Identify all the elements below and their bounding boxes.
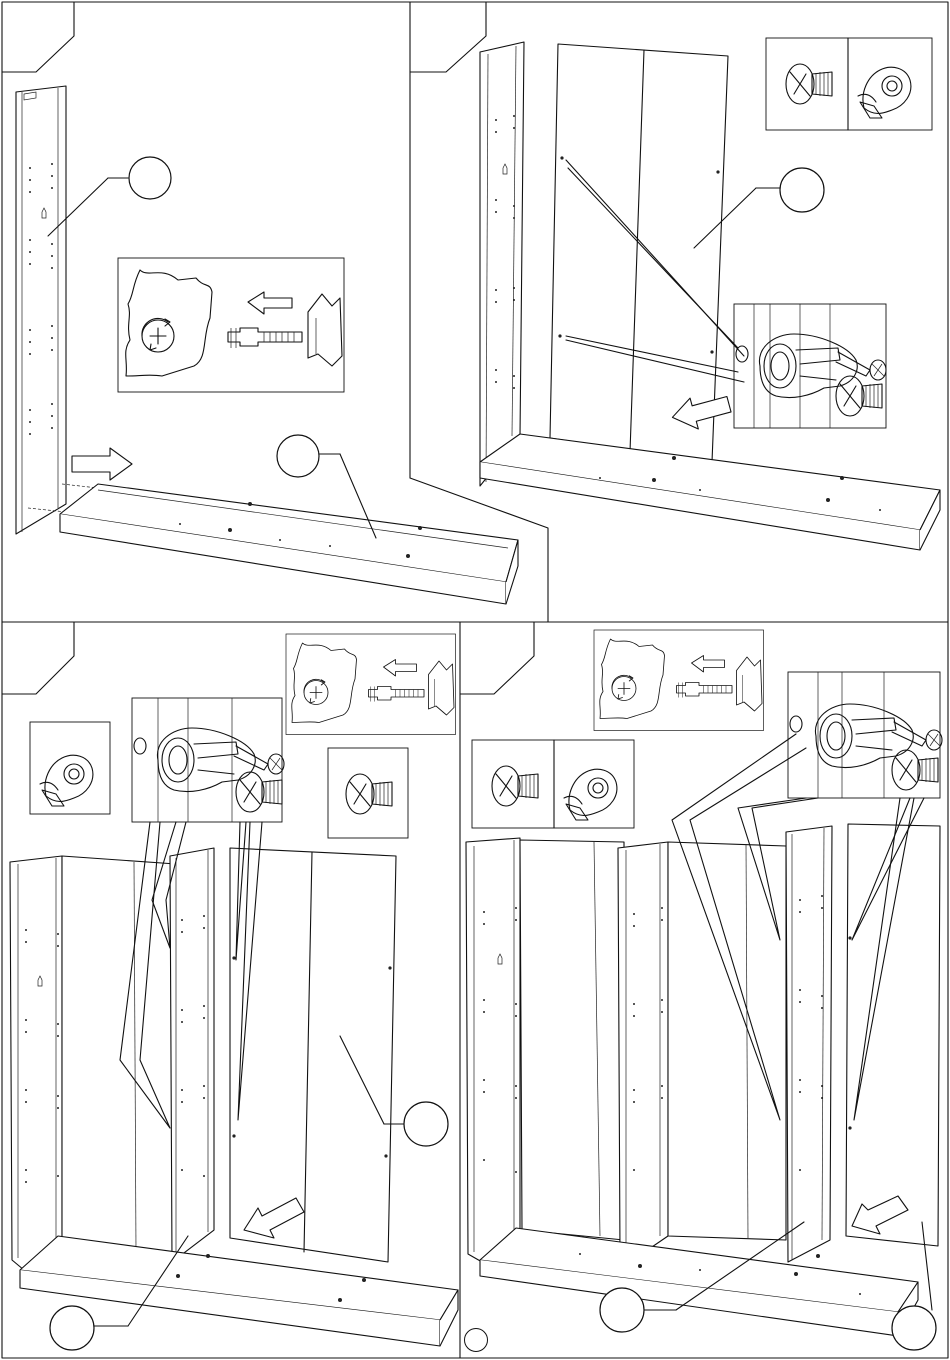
part-callout-4: [50, 1306, 94, 1350]
parts-box-4: [472, 740, 634, 828]
step-3: [10, 634, 458, 1350]
parts-box-2: [766, 38, 932, 130]
push-arrow-icon: [72, 448, 132, 480]
part-callout-2: [277, 435, 319, 477]
step-tab-2: [410, 2, 486, 72]
part-callout-1: [129, 157, 171, 199]
page-number-badge: [464, 1328, 488, 1352]
step-2: [480, 38, 940, 550]
step-4: [466, 630, 942, 1350]
screwdriver-rotate-icon: [286, 634, 456, 735]
part-callout-5: [404, 1102, 448, 1146]
back-panel: [550, 44, 728, 462]
part-callout-6: [600, 1288, 644, 1332]
part-callout-7: [892, 1306, 936, 1350]
step-tab-1: [2, 2, 74, 72]
parts-box-3b: [328, 748, 408, 838]
parts-box-3a: [30, 722, 110, 814]
side-panel: [16, 86, 66, 534]
part-callout-3: [780, 168, 824, 212]
step-tab-3: [2, 622, 74, 694]
screwdriver-rotate-icon: [594, 630, 764, 731]
bottom-board: [60, 484, 518, 604]
step-1: [16, 86, 518, 604]
step-tab-4: [460, 622, 534, 694]
screwdriver-rotate-icon: [118, 258, 344, 392]
